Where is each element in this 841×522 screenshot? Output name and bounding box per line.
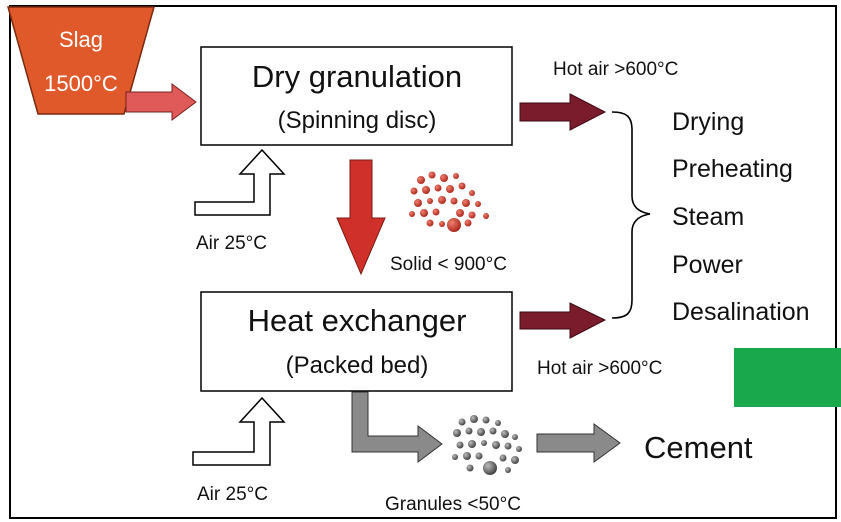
hot-air-label-bottom: Hot air >600°C [537,358,662,379]
slag-hopper-shape [7,6,155,115]
granules-temperature-label: Granules <50°C [385,494,521,515]
heat-exchanger-title: Heat exchanger [248,303,467,338]
use-item: Steam [672,203,744,231]
hot-air-label-top: Hot air >600°C [553,59,678,80]
slag-hopper: Slag 1500°C [7,6,155,115]
air-inlet-label-top: Air 25°C [196,233,267,254]
slag-label: Slag [59,27,103,52]
air-inlet-arrow-bottom [192,396,286,466]
slag-temperature: 1500°C [44,71,118,96]
solid-temperature-label: Solid < 900°C [390,254,507,275]
air-inlet-arrow-top [194,148,286,216]
dry-granulation-title: Dry granulation [252,59,462,94]
slag-feed-arrow [125,83,197,121]
green-block [734,348,841,407]
use-item: Preheating [672,155,793,183]
solid-granules-particles [409,171,489,232]
hot-air-arrow-bottom [519,302,607,339]
air-inlet-label-bottom: Air 25°C [197,484,268,505]
granules-outlet-arrow [351,391,443,463]
cement-arrow [536,423,621,463]
cooled-granules-particles [452,415,522,475]
use-item: Desalination [672,298,810,326]
dry-granulation-rect [200,46,513,146]
solid-transfer-arrow [336,159,386,276]
heat-exchanger-subtitle: (Packed bed) [286,352,429,379]
hot-air-arrow-top [519,93,607,131]
dry-granulation-box: Dry granulation (Spinning disc) [200,46,513,146]
use-item: Drying [672,108,744,136]
heat-exchanger-box: Heat exchanger (Packed bed) [200,291,513,392]
heat-exchanger-rect [200,291,513,392]
use-item: Power [672,251,743,279]
diagram-frame [9,5,837,519]
dry-granulation-subtitle: (Spinning disc) [278,107,437,134]
heat-uses-list: Drying Preheating Steam Power Desalinati… [672,108,810,326]
cement-label: Cement [644,430,753,465]
uses-curly-brace [611,111,651,319]
